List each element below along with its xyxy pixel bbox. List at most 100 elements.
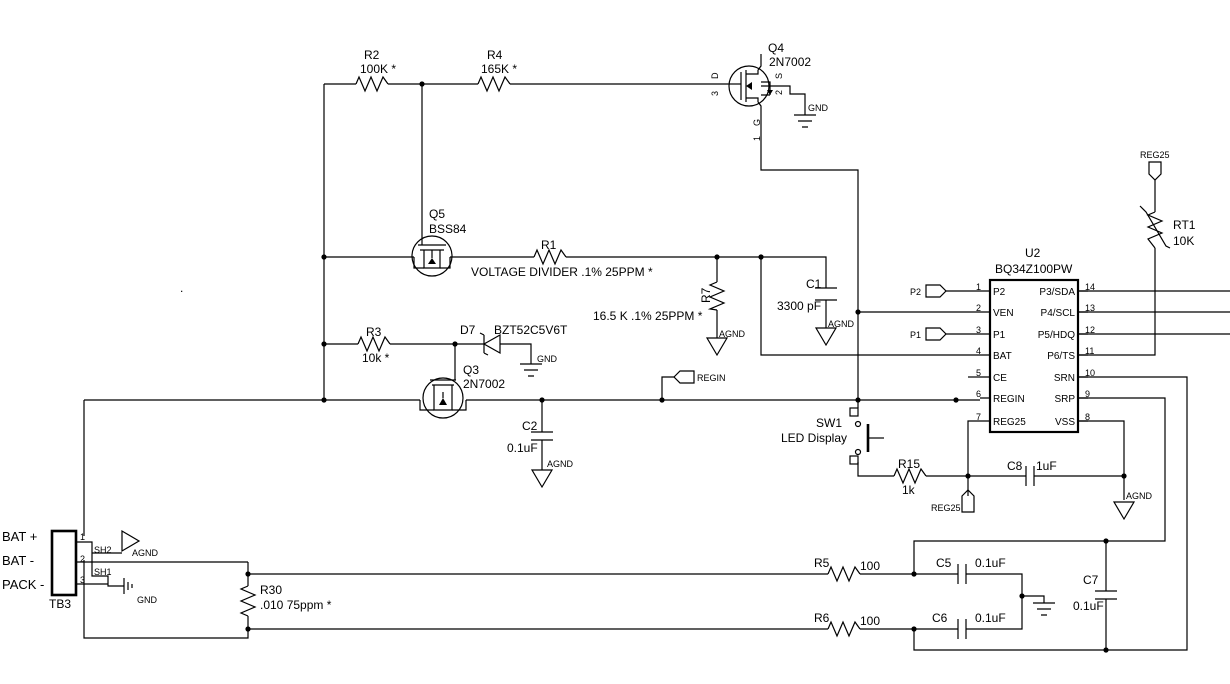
stray-mark: . [180, 281, 183, 295]
c1-ref: C1 [806, 277, 822, 291]
c6-ref: C6 [932, 611, 948, 625]
ic-pin-name: P2 [993, 287, 1006, 298]
resistor-r2: R2 100K * [355, 48, 396, 93]
p1-tag-label: P1 [910, 330, 921, 340]
ic-pin-num: 4 [976, 346, 981, 356]
agnd-label: AGND [828, 319, 855, 329]
r6-ref: R6 [814, 611, 830, 625]
r7-value: 16.5 K .1% 25PPM * [593, 309, 703, 323]
junction-dot [714, 254, 720, 260]
agnd-symbol-tb3: AGND [121, 529, 159, 558]
junction-dot [245, 626, 251, 632]
c2-value: 0.1uF [507, 441, 538, 455]
r4-value: 165K * [481, 62, 517, 76]
agnd-label: AGND [1126, 491, 1153, 501]
tb3-pin2: 2 [80, 554, 85, 564]
ic-pin-num: 1 [976, 282, 981, 292]
ic-pin-name: SRP [1054, 394, 1075, 405]
d7-value: BZT52C5V6T [494, 323, 568, 337]
bat-minus-label: BAT - [2, 553, 34, 568]
q5-ref: Q5 [429, 207, 445, 221]
resistor-r6: R6 100 [814, 611, 880, 638]
c5-value: 0.1uF [975, 556, 1006, 570]
gnd-symbol-c5c6 [1033, 602, 1055, 616]
tb3-ref: TB3 [49, 597, 71, 611]
agnd-symbol-vss: AGND [1112, 491, 1153, 521]
ic-pin-name: REG25 [993, 417, 1026, 428]
pack-minus-label: PACK - [2, 577, 44, 592]
r7-ref: R7 [699, 287, 713, 303]
junction-dot [321, 397, 327, 403]
ic-pin-name: P4/SCL [1041, 308, 1076, 319]
junction-dot [965, 473, 971, 479]
capacitor-c7: C7 0.1uF [1073, 573, 1117, 613]
q4-ref: Q4 [768, 41, 784, 55]
ic-pin-name: REGIN [993, 394, 1025, 405]
ic-pin-num: 12 [1085, 325, 1095, 335]
resistor-r15: R15 1k [893, 457, 927, 497]
ic-pin-num: 8 [1085, 412, 1090, 422]
junction-dot [1019, 593, 1025, 599]
r15-value: 1k [902, 483, 916, 497]
q3-ref: Q3 [463, 363, 479, 377]
r2-ref: R2 [364, 48, 380, 62]
mosfet-q3: Q3 2N7002 [419, 363, 505, 419]
capacitor-c5: C5 0.1uF [936, 556, 1006, 584]
gnd-label: GND [537, 354, 558, 364]
junction-dot [911, 626, 917, 632]
r30-ref: R30 [260, 583, 282, 597]
capacitor-c1: C1 3300 pF [777, 277, 837, 313]
q4-pin-d: D [710, 72, 720, 79]
junction-dot [659, 397, 665, 403]
r1-value: VOLTAGE DIVIDER .1% 25PPM * [471, 265, 653, 279]
mosfet-q4: Q4 2N7002 D 3 S 2 G 1 [710, 41, 811, 141]
ic-ref: U2 [1025, 246, 1041, 260]
tb3-pin3: 3 [80, 575, 85, 585]
r6-value: 100 [860, 614, 880, 628]
ic-pin-num: 9 [1085, 389, 1090, 399]
junction-dot [911, 571, 917, 577]
q4-pin-s: S [774, 73, 784, 79]
capacitor-c6: C6 0.1uF [932, 611, 1006, 639]
ic-u2: U2 BQ34Z100PW 1 2 3 4 5 6 7 P2 VEN P1 BA… [976, 246, 1095, 434]
agnd-symbol-r7: AGND [705, 329, 746, 357]
ic-pin-name: P5/HDQ [1038, 330, 1075, 341]
r15-ref: R15 [898, 457, 920, 471]
resistor-r5: R5 100 [814, 556, 880, 583]
ic-pin-num: 14 [1085, 282, 1095, 292]
agnd-symbol-c1: AGND [814, 319, 855, 347]
r3-value: 10k * [362, 351, 390, 365]
agnd-label: AGND [547, 459, 574, 469]
r30-value: .010 75ppm * [260, 598, 332, 612]
capacitor-c2: C2 0.1uF [507, 419, 553, 455]
resistor-r3: R3 10k * [357, 325, 391, 365]
junction-dot [321, 254, 327, 260]
r3-ref: R3 [366, 325, 382, 339]
ic-pin-num: 11 [1085, 346, 1094, 356]
net-tag-regin: REGIN [673, 370, 726, 384]
agnd-label: AGND [719, 329, 746, 339]
connector-tb3: TB3 1 2 3 SH2 SH1 BAT + BAT - PACK - [2, 529, 112, 611]
agnd-symbol-c2: AGND [530, 459, 574, 489]
reg25-top-tag-label: REG25 [1140, 150, 1170, 160]
junction-dot [1103, 647, 1109, 653]
r4-ref: R4 [487, 48, 503, 62]
c5-ref: C5 [936, 556, 952, 570]
c2-ref: C2 [522, 419, 538, 433]
q4-pin3: 3 [710, 91, 720, 96]
resistor-r4: R4 165K * [477, 48, 517, 93]
rt1-value: 10K [1173, 234, 1194, 248]
r1-ref: R1 [541, 238, 557, 252]
q3-value: 2N7002 [463, 377, 505, 391]
gnd-label: GND [808, 103, 829, 113]
gnd-symbol-q4: GND [794, 103, 829, 128]
ic-pin-name: VSS [1055, 417, 1075, 428]
r5-ref: R5 [814, 556, 830, 570]
gnd-label: GND [137, 595, 158, 605]
wires [76, 83, 1230, 651]
c1-value: 3300 pF [777, 299, 821, 313]
junction-dot [855, 397, 861, 403]
resistor-r30: R30 .010 75ppm * [239, 583, 332, 617]
agnd-label: AGND [132, 548, 159, 558]
